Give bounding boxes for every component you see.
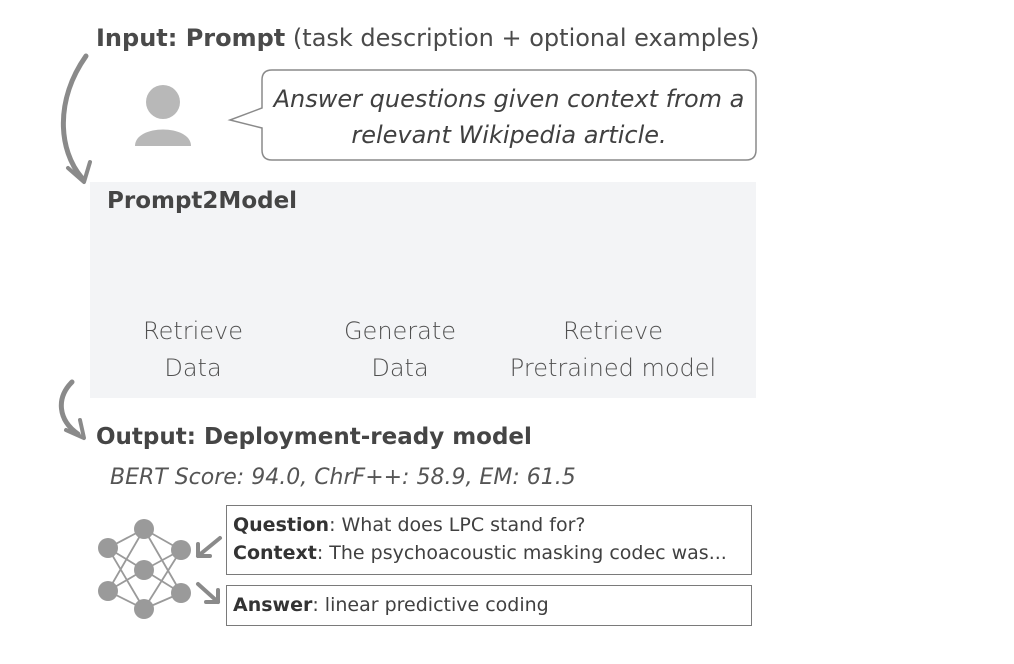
question-label: Question	[233, 514, 330, 536]
component-label-retrieve-data: Retrieve Data	[123, 313, 263, 387]
answer-text: : linear predictive coding	[312, 594, 549, 616]
output-heading: Output: Deployment-ready model	[96, 424, 532, 450]
input-heading-bold: Input: Prompt	[96, 24, 286, 52]
context-label: Context	[233, 542, 317, 564]
component-label-line: Pretrained model	[509, 354, 717, 382]
panel-title: Prompt2Model	[107, 188, 298, 214]
component-label-generate-data: Generate Data	[330, 313, 470, 387]
prompt-line-2: relevant Wikipedia article.	[351, 121, 667, 149]
flow-arrow-input-head-icon	[66, 160, 92, 184]
context-text: : The psychoacoustic masking codec was..…	[316, 542, 727, 564]
input-heading-detail: (task description + optional examples)	[292, 24, 760, 52]
flow-arrow-input-to-model	[60, 53, 89, 181]
component-label-line: Data	[371, 354, 429, 382]
context-line: Context: The psychoacoustic masking code…	[233, 539, 745, 567]
prompt-text: Answer questions given context from a re…	[262, 74, 756, 160]
user-avatar-icon	[135, 85, 191, 146]
answer-label: Answer	[233, 594, 313, 616]
component-label-line: Data	[164, 354, 222, 382]
arrow-into-model-icon	[196, 536, 222, 558]
metrics-text: BERT Score: 94.0, ChrF++: 58.9, EM: 61.5	[110, 465, 576, 490]
component-label-line: Retrieve	[562, 317, 664, 345]
prompt2model-panel	[90, 182, 756, 398]
prompt-line-1: Answer questions given context from a	[273, 85, 745, 113]
speech-bubble	[227, 69, 757, 161]
flow-arrow-output-head-icon	[64, 418, 86, 440]
qa-input-box: Question: What does LPC stand for? Conte…	[226, 505, 752, 575]
arrow-out-of-model-icon	[196, 582, 220, 604]
component-label-retrieve-model: Retrieve Pretrained model	[498, 313, 728, 387]
deployed-model-network-icon	[98, 519, 191, 619]
question-text: : What does LPC stand for?	[329, 514, 586, 536]
component-label-line: Generate	[343, 317, 457, 345]
input-heading: Input: Prompt (task description + option…	[96, 24, 759, 52]
answer-box: Answer: linear predictive coding	[226, 585, 752, 626]
flow-arrow-model-to-output	[58, 379, 81, 437]
component-label-line: Retrieve	[142, 317, 244, 345]
answer-line: Answer: linear predictive coding	[233, 591, 745, 619]
question-line: Question: What does LPC stand for?	[233, 511, 745, 539]
